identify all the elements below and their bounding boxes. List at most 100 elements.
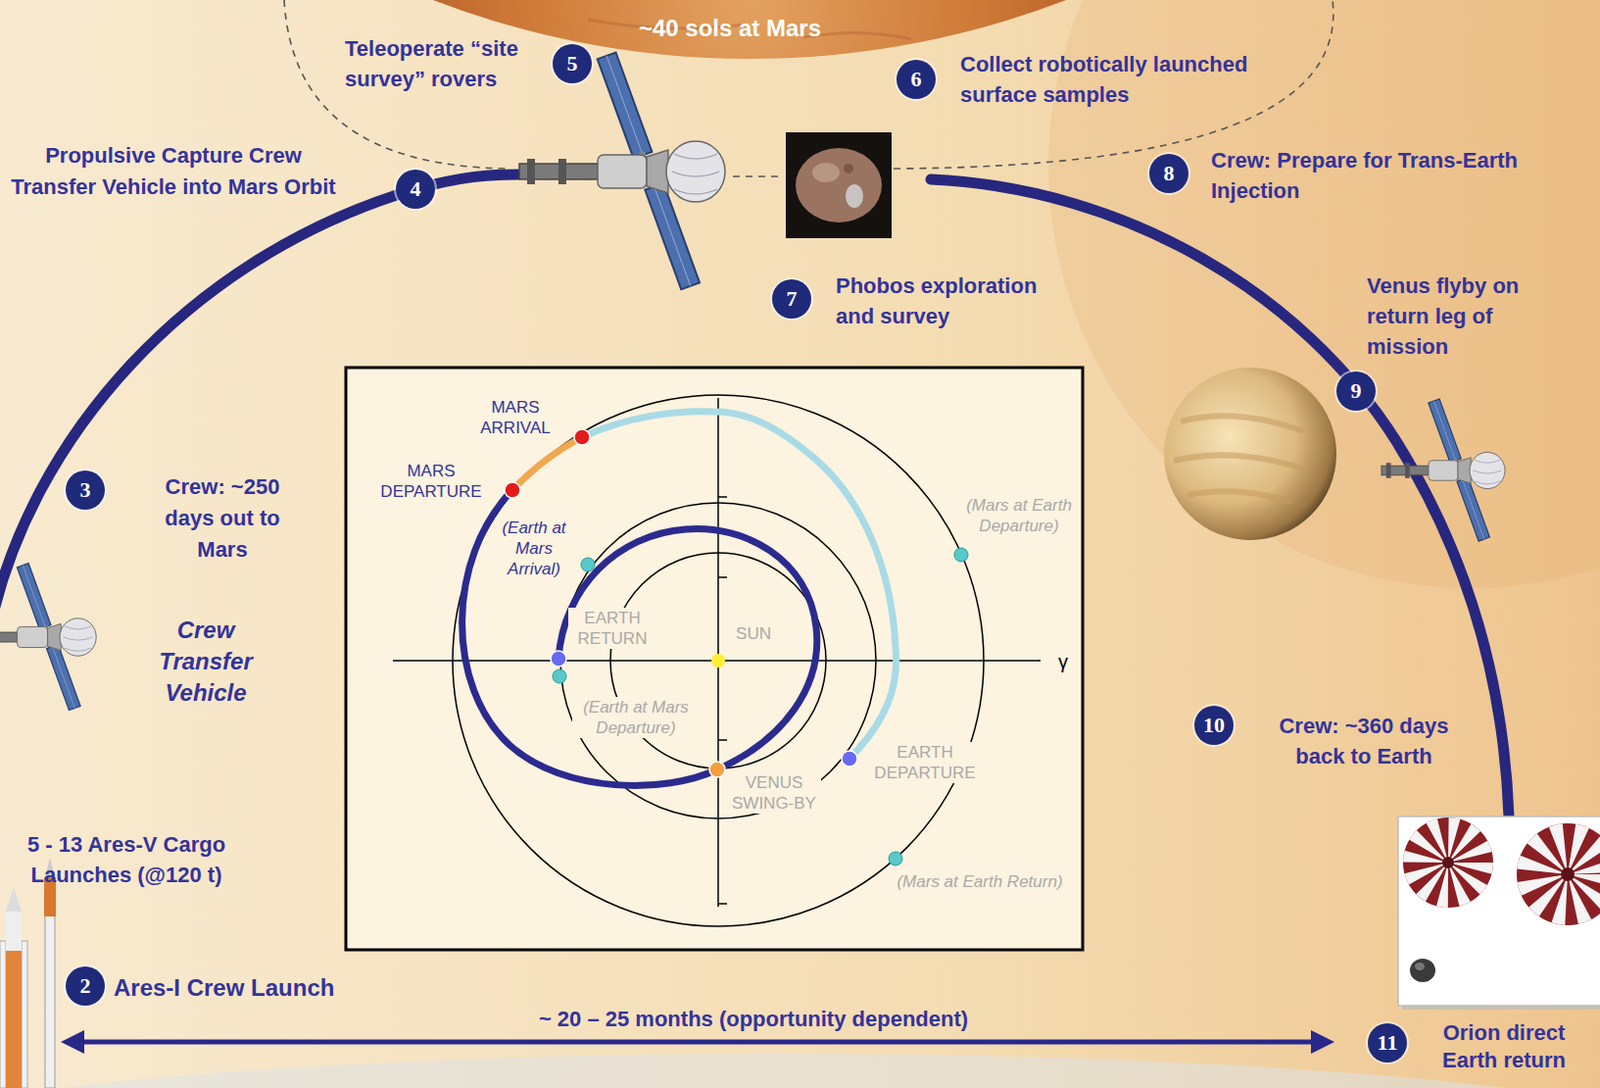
step-caption: Ares-I Crew Launch — [113, 970, 369, 1005]
callout-number: 5 — [552, 44, 592, 84]
orion-photo — [1414, 962, 1425, 970]
callout-text: 5 — [567, 52, 579, 75]
axis-label: γ — [1058, 649, 1082, 674]
callout-text: 6 — [911, 68, 922, 91]
step-caption: Orion direct Earth return — [1430, 1018, 1578, 1074]
step-caption: Crew: ~360 days back to Earth — [1259, 710, 1470, 772]
crew-transfer-vehicle — [519, 51, 726, 290]
duration-arrow — [60, 1029, 1335, 1054]
mars-planet — [0, 0, 1600, 59]
orbit-label: (Earth at Mars Departure) — [572, 696, 700, 738]
callout-text: 2 — [80, 974, 92, 997]
launch-vehicles — [5, 911, 22, 1088]
callout-text: 10 — [1203, 714, 1225, 736]
orion-photo — [1425, 839, 1471, 885]
orion-photo — [1542, 848, 1594, 900]
phobos-image — [845, 184, 864, 208]
trajectory-chart — [709, 761, 726, 777]
callout-number: 10 — [1194, 705, 1234, 745]
duration-arrow — [1310, 1029, 1335, 1054]
orbit-label: (Earth at Mars Arrival) — [494, 517, 574, 580]
step-caption: Crew: Prepare for Trans-Earth Injection — [1211, 145, 1535, 206]
trajectory-chart — [345, 367, 1083, 950]
launch-vehicles — [0, 940, 6, 1088]
orion-photo — [1560, 867, 1575, 881]
step-caption: 5 - 13 Ares-V Cargo Launches (@120 t) — [3, 828, 249, 890]
trajectory-chart — [574, 429, 590, 445]
trajectory-chart — [552, 669, 567, 683]
crew-transfer-vehicle — [1381, 398, 1505, 541]
duration-arrow — [76, 1039, 1319, 1045]
venus-planet — [1173, 415, 1309, 502]
trajectory-chart — [345, 367, 1083, 950]
step-caption: Teleoperate “site survey” rovers — [344, 33, 522, 95]
trajectory-chart — [504, 482, 521, 498]
step-caption: Collect robotically launched surface sam… — [960, 48, 1274, 110]
trajectory-chart — [581, 557, 595, 572]
trajectory-chart — [717, 397, 720, 907]
venus-planet — [1163, 367, 1337, 540]
callout-number: 3 — [65, 470, 105, 510]
trajectory-chart — [552, 547, 969, 866]
trajectory-chart — [711, 653, 726, 668]
orion-photo — [1409, 958, 1436, 982]
orion-photo — [1398, 816, 1600, 1010]
callout-number: 11 — [1367, 1022, 1407, 1063]
trajectory-chart — [841, 750, 858, 767]
background — [0, 1053, 1600, 1088]
callout-number: 8 — [1149, 153, 1189, 194]
step-caption: Phobos exploration and survey — [835, 270, 1062, 332]
launch-vehicles — [5, 886, 22, 912]
orion-photo — [1442, 856, 1455, 869]
trajectory-chart — [462, 489, 818, 785]
step-caption: Venus flyby on return leg of mission — [1366, 270, 1563, 362]
callout-text: 3 — [80, 479, 92, 501]
step-caption: Propulsive Capture Crew Transfer Vehicle… — [4, 140, 343, 203]
dashed-orbit-line — [732, 175, 784, 178]
orion-photo — [1516, 823, 1600, 925]
vehicle-caption: Crew Transfer Vehicle — [146, 614, 265, 709]
callout-number: 7 — [772, 279, 812, 319]
phobos-image — [795, 147, 882, 223]
dashed-orbit-line — [893, 0, 1334, 169]
trajectory-chart — [512, 436, 582, 490]
trajectory-chart — [718, 738, 728, 741]
trajectory-chart — [392, 394, 1041, 926]
trajectory-chart — [718, 576, 728, 579]
orbit-label: (Mars at Earth Departure) — [960, 494, 1078, 536]
callout-number: 2 — [65, 966, 105, 1006]
phobos-image — [785, 132, 892, 239]
phobos-image — [843, 163, 854, 174]
callout-text: 8 — [1163, 162, 1175, 185]
venus-planet — [1163, 367, 1337, 540]
launch-vehicles — [0, 857, 56, 1088]
orbit-label: SUN — [728, 623, 778, 644]
mars-planet — [0, 0, 1600, 59]
orbit-label: VENUS SWING-BY — [727, 772, 822, 814]
orbit-label: MARS ARRIVAL — [471, 396, 560, 438]
launch-vehicles — [45, 911, 55, 1088]
launch-vehicles — [21, 940, 28, 1088]
callout-text: 7 — [786, 288, 798, 310]
callout-text: 11 — [1377, 1031, 1399, 1054]
callout-number: 4 — [395, 169, 436, 209]
phase-caption: ~40 sols at Mars — [602, 11, 858, 46]
callout-number: 9 — [1336, 371, 1376, 411]
orbit-label: EARTH DEPARTURE — [869, 741, 982, 783]
callout-text: 9 — [1351, 380, 1362, 402]
orion-photo — [1403, 817, 1494, 908]
launch-vehicles — [5, 911, 22, 951]
phobos-image — [785, 132, 892, 239]
trajectory-chart — [718, 902, 728, 905]
trajectory-chart — [550, 650, 567, 667]
callout-number: 6 — [896, 59, 936, 99]
trajectory-chart — [888, 851, 903, 866]
step-caption: Crew: ~250 days out to Mars — [142, 471, 304, 566]
orbit-label: MARS DEPARTURE — [372, 460, 490, 502]
crew-transfer-vehicle — [0, 563, 97, 711]
duration-arrow — [60, 1029, 85, 1054]
trajectory-chart — [718, 495, 728, 498]
orbit-label: EARTH RETURN — [568, 607, 657, 649]
